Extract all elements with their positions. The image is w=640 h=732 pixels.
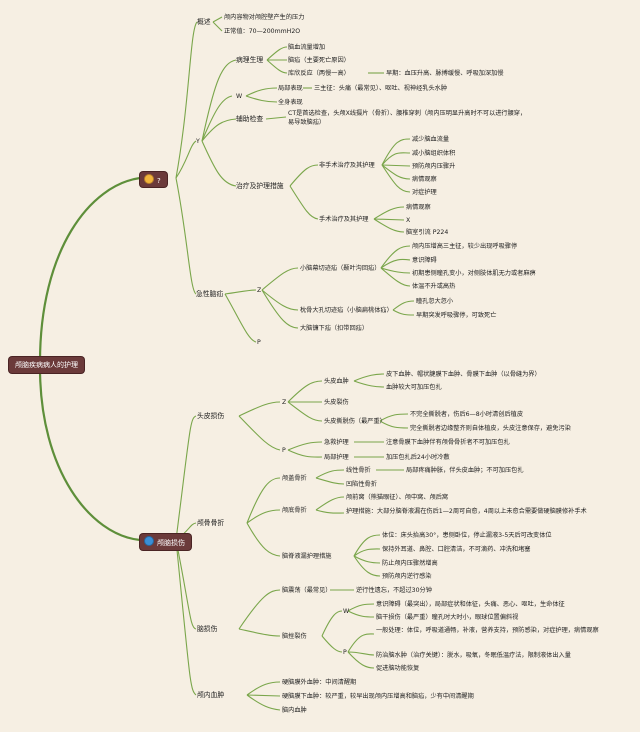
surg-item: 病情观察 [406, 204, 431, 211]
scalp-local-detail: 加压包扎后24小时冷敷 [386, 454, 450, 461]
patho-detail: 早期：血压升高、脉搏缓慢、呼吸加深加慢 [386, 70, 504, 77]
contusion-w-item: 脑干损伤（最严重）瞳孔时大时小，眼球位置偏斜视 [376, 614, 519, 621]
herniation-node[interactable]: 急性脑疝 [196, 290, 224, 298]
w-local-detail: 三主征：头痛（最常见）、呕吐、视神经乳头水肿 [314, 85, 448, 92]
scalp-p-node[interactable]: P [282, 447, 286, 454]
fracture-node[interactable]: 颅骨骨折 [197, 519, 225, 527]
vault-linear-detail: 局部疼痛肿胀，伴头皮血肿；不可加压包扎 [406, 467, 524, 474]
brain-injury-node[interactable]: 脑损伤 [197, 625, 218, 633]
tentorial-item: 体温不升或高热 [412, 283, 456, 290]
csf-node[interactable]: 脑脊液漏护理措施 [282, 553, 332, 560]
surg-item: 脑室引流 P224 [406, 229, 449, 236]
contusion-w-node[interactable]: W [343, 608, 350, 615]
scalp-local: 局部护理 [324, 454, 349, 461]
globe-icon [144, 536, 154, 546]
exam-detail: CT是首选检查，头颅X线摄片（骨折）、腰椎穿刺（颅内压明显升高时不可以进行腰穿，… [288, 110, 527, 126]
hern-p-node[interactable]: P [257, 339, 261, 346]
brain-icon [144, 174, 154, 184]
base-item: 护理措施：大部分脑脊液漏在伤后1—2周可自愈，4周以上未愈合需要做硬脑膜修补手术 [346, 508, 587, 515]
scalp-hematoma-node[interactable]: 头皮血肿 [324, 378, 349, 385]
csf-item: 保持外耳道、鼻腔、口腔清洁，不可滴药、冲洗和堵塞 [382, 546, 531, 553]
contusion-p-item: 防治脑水肿（治疗关键）：脱水，吸氧，冬眠低温疗法，限制液体出入量 [376, 652, 571, 659]
surg-item: X [406, 217, 411, 224]
hematoma-item: 硬脑膜下血肿：较严重，较早出现颅内压增高和脑疝，少有中间清醒期 [282, 693, 474, 700]
patho-item: 脑血流量增加 [288, 44, 326, 51]
scalp-node[interactable]: 头皮损伤 [197, 412, 225, 420]
branch-ip[interactable]: ? [140, 172, 167, 187]
tentorial-node[interactable]: 小脑幕切迹疝（颞叶沟回疝） [300, 265, 381, 272]
hematoma-item: 脑内血肿 [282, 707, 307, 714]
scalp-hematoma-item: 皮下血肿、帽状腱膜下血肿、骨膜下血肿（以骨缝为界） [386, 371, 541, 378]
foramen-item: 早期突发呼吸骤停，可致死亡 [416, 312, 497, 319]
patho-item: 脑疝（主要死亡原因） [288, 57, 350, 64]
treat-node[interactable]: 治疗及护理措施 [236, 182, 284, 190]
contusion-node[interactable]: 脑挫裂伤 [282, 633, 307, 640]
scalp-emergency-detail: 注意骨膜下血肿伴有颅骨骨折者不可加压包扎 [386, 439, 510, 446]
nonsurg-item: 对症护理 [412, 189, 437, 196]
scalp-avulsion-node[interactable]: 头皮撕脱伤（最严重） [324, 418, 386, 425]
scalp-hematoma-item: 血肿较大可加压包扎 [386, 384, 442, 391]
vault-depressed: 凹陷性骨折 [346, 481, 377, 488]
scalp-avulsion-item: 不完全撕脱者，伤后6—8小时清创后植皮 [410, 411, 524, 418]
patho-item: 库欣反应（两慢一高） [288, 70, 350, 77]
nonsurg-item: 病情观察 [412, 176, 437, 183]
falcine-node[interactable]: 大脑镰下疝（扣带回疝） [300, 325, 369, 332]
hern-z-node[interactable]: Z [257, 287, 262, 294]
scalp-emergency: 急救护理 [324, 439, 349, 446]
patho-node[interactable]: 病理生理 [236, 56, 264, 64]
nonsurg-item: 减小脑组织体积 [412, 150, 456, 157]
nonsurg-node[interactable]: 非手术治疗及其护理 [319, 162, 375, 169]
base-node[interactable]: 颅底骨折 [282, 507, 307, 514]
y-node[interactable]: Y [196, 138, 200, 145]
scalp-laceration-node[interactable]: 头皮裂伤 [324, 399, 349, 406]
scalp-z-node[interactable]: Z [282, 399, 287, 406]
csf-item: 体位：床头抬高30°，患侧卧位，停止漏液3-5天后可改变体位 [382, 532, 552, 539]
foramen-item: 瞳孔忽大忽小 [416, 298, 454, 305]
w-systemic: 全身表现 [278, 99, 303, 106]
hematoma-node[interactable]: 颅内血肿 [197, 691, 225, 699]
branch-injury[interactable]: 颅脑损伤 [140, 534, 191, 550]
w-node[interactable]: W [236, 93, 243, 100]
root-node[interactable]: 颅脑疾病病人的护理 [9, 357, 84, 373]
contusion-p-node[interactable]: P [343, 649, 347, 656]
nonsurg-item: 预防颅内压骤升 [412, 163, 456, 170]
concussion-detail: 逆行性遗忘，不超过30分钟 [356, 587, 432, 594]
tentorial-item: 颅内压增高三主征，较少出现呼吸骤停 [412, 243, 518, 250]
csf-item: 防止颅内压骤然增高 [382, 560, 438, 567]
root-label: 颅脑疾病病人的护理 [15, 361, 78, 369]
tentorial-item: 意识障碍 [412, 257, 437, 264]
foramen-node[interactable]: 枕骨大孔切迹疝（小脑扁桃体疝） [300, 307, 393, 314]
nonsurg-item: 减少脑血流量 [412, 136, 450, 143]
w-local: 局部表现 [278, 85, 303, 92]
csf-item: 预防颅内逆行感染 [382, 573, 432, 580]
surg-node[interactable]: 手术治疗及其护理 [319, 216, 369, 223]
contusion-p-item: 一般处理：体位，呼吸道通畅，补液，营养支持，预防感染，对症护理，病情观察 [376, 627, 599, 634]
overview-item: 正常值：70—200mmH2O [224, 28, 301, 35]
base-item: 颅前窝（熊猫眼征）、颅中窝、颅后窝 [346, 494, 449, 501]
branch-injury-label: 颅脑损伤 [157, 539, 185, 547]
overview-node[interactable]: 概述 [197, 18, 211, 26]
exam-node[interactable]: 辅助检查 [236, 115, 264, 123]
contusion-w-item: 意识障碍（最突出），局部症状和体征，头痛、恶心、呕吐，生命体征 [376, 601, 565, 608]
vault-linear: 线性骨折 [346, 467, 371, 474]
vault-node[interactable]: 颅盖骨折 [282, 475, 307, 482]
hematoma-item: 硬脑膜外血肿：中间清醒期 [282, 679, 357, 686]
branch-ip-label: ? [157, 177, 161, 185]
overview-item: 颅内容物对颅腔壁产生的压力 [224, 14, 305, 21]
scalp-avulsion-item: 完全撕脱者边缘整齐则自体植皮，头皮注意保存，避免污染 [410, 425, 571, 432]
tentorial-item: 初期患侧瞳孔变小，对侧肢体肌无力或者麻痹 [412, 270, 536, 277]
concussion-node[interactable]: 脑震荡（最常见） [282, 587, 332, 594]
contusion-p-item: 促进脑功能恢复 [376, 665, 420, 672]
